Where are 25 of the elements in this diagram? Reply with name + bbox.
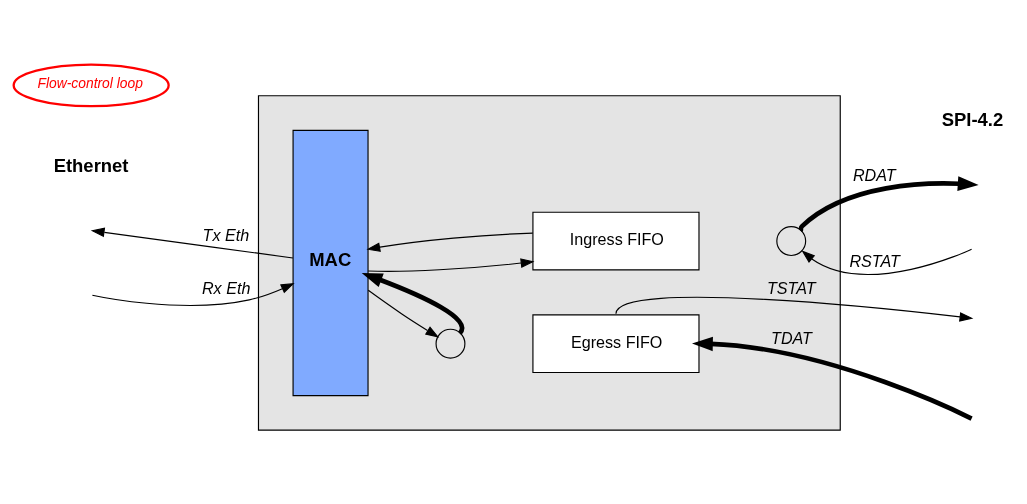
node-box: MAC xyxy=(292,129,369,397)
arrow xyxy=(361,273,465,335)
edge-label: TSTAT xyxy=(767,279,816,298)
arrow xyxy=(90,227,294,259)
node-circle xyxy=(435,328,466,359)
node-box: Ingress FIFO xyxy=(532,211,700,271)
arrow xyxy=(366,232,534,252)
label: Ethernet xyxy=(53,154,129,176)
arrow xyxy=(91,282,295,306)
label: SPI-4.2 xyxy=(941,108,1004,130)
node-circle xyxy=(776,226,807,257)
edge-label: RSTAT xyxy=(849,251,900,270)
edge-label: TDAT xyxy=(771,328,812,347)
arrow xyxy=(367,258,535,272)
arrow xyxy=(801,248,973,275)
arrow xyxy=(798,176,979,232)
edge-label: Rx Eth xyxy=(201,279,251,298)
legend-label: Flow-control loop xyxy=(37,74,143,91)
edge-label: Tx Eth xyxy=(202,226,250,245)
arrow xyxy=(692,336,973,421)
node-box: Egress FIFO xyxy=(532,314,700,374)
arrow xyxy=(615,296,974,322)
cluster xyxy=(257,95,841,431)
edge-label: RDAT xyxy=(852,166,896,185)
arrow xyxy=(367,289,440,338)
